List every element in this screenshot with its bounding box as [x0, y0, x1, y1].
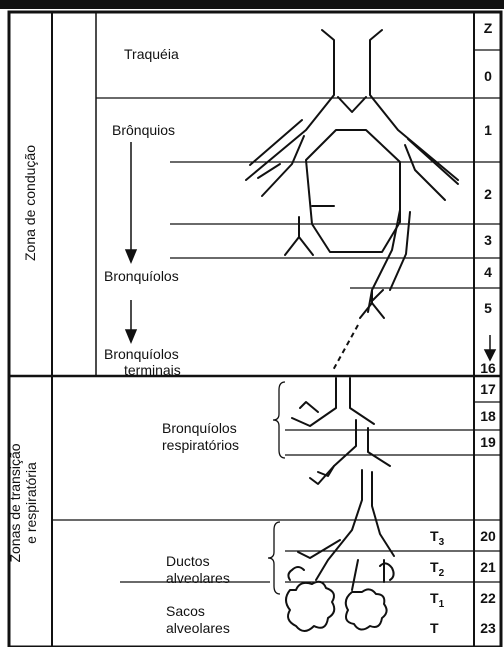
generation-20: 20 — [476, 528, 500, 544]
dashed-link — [332, 325, 358, 372]
generation-header: Z — [476, 20, 500, 36]
generation-19: 19 — [476, 434, 500, 450]
transition-mark-t1: T1 — [430, 590, 444, 610]
respiratory-bronchioles-label-2: respiratórios — [162, 437, 239, 453]
alveolar-sacs-label-1: Sacos — [166, 603, 205, 619]
alveolar-sacs-label-2: alveolares — [166, 620, 230, 636]
respiratory-tree — [286, 378, 394, 631]
alveolar-ducts-label-2: alveolares — [166, 570, 230, 586]
generation-21: 21 — [476, 559, 500, 575]
alveolar-ducts-label-1: Ductos — [166, 553, 210, 569]
generation-3: 3 — [476, 232, 500, 248]
terminal-bronchioles-label-1: Bronquíolos — [104, 346, 179, 362]
bronchioles-label: Bronquíolos — [104, 268, 179, 284]
bronchial-tree — [246, 30, 458, 318]
level-lines — [52, 98, 474, 582]
transition-mark-t3: T3 — [430, 528, 444, 548]
generation-17: 17 — [476, 381, 500, 397]
conduction-zone-label: Zona de condução — [22, 133, 38, 273]
transition-mark-t: T — [430, 620, 439, 640]
braces — [268, 382, 285, 594]
generation-1: 1 — [476, 122, 500, 138]
bronchi-label: Brônquios — [112, 122, 175, 138]
transition-zone-label-line2: e respiratória — [23, 428, 39, 578]
generation-23: 23 — [476, 620, 500, 636]
generation-2: 2 — [476, 186, 500, 202]
generation-22: 22 — [476, 590, 500, 606]
generation-4: 4 — [476, 264, 500, 280]
trachea-label: Traquéia — [124, 46, 179, 62]
transition-mark-t2: T2 — [430, 559, 444, 579]
generation-5: 5 — [476, 300, 500, 316]
transition-zone-label-line1: Zonas de transição — [7, 428, 23, 578]
generation-18: 18 — [476, 408, 500, 424]
terminal-bronchioles-label-2: terminais — [124, 362, 181, 378]
generation-0: 0 — [476, 68, 500, 84]
respiratory-bronchioles-label-1: Bronquíolos — [162, 420, 237, 436]
outer-frame — [9, 12, 501, 647]
generation-16: 16 — [476, 360, 500, 376]
top-black-band — [0, 0, 504, 9]
